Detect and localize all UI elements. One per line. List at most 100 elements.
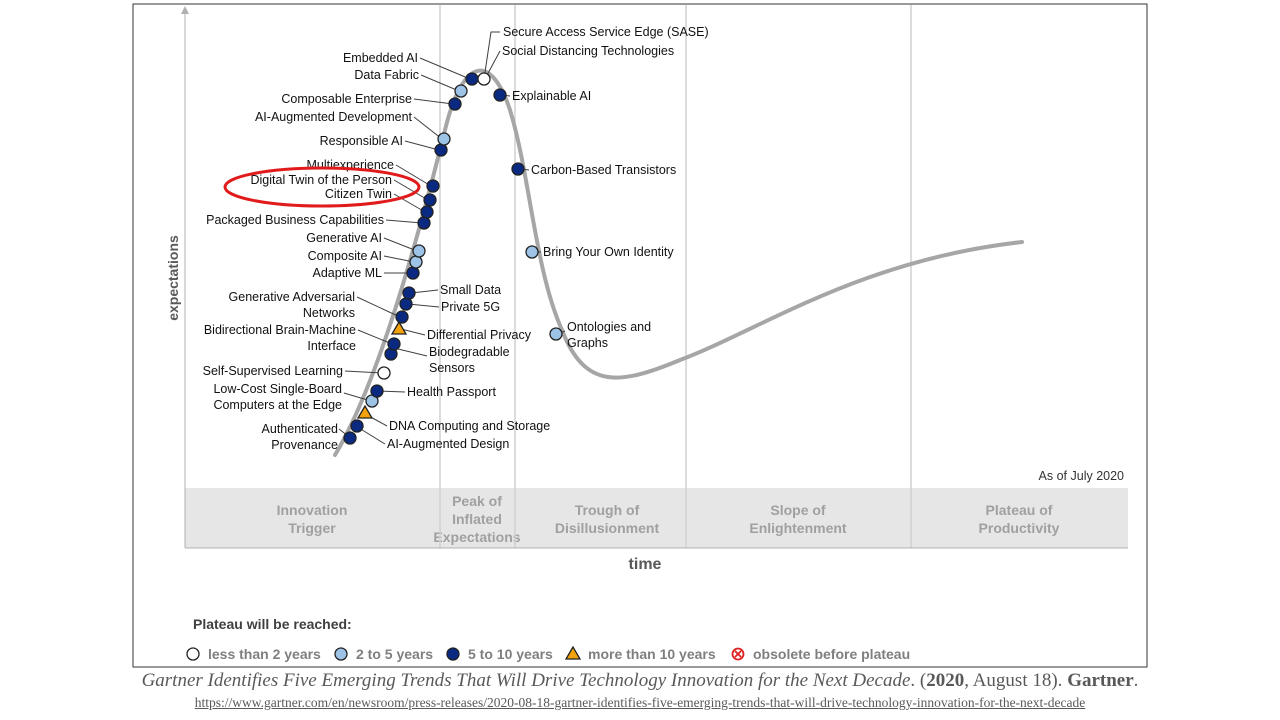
leader-responsible-ai	[404, 140, 440, 151]
legend: Plateau will be reached: less than 2 yea…	[186, 616, 910, 662]
leader-social-distancing-technologies	[485, 50, 501, 78]
legend-label-obsolete-before-plateau: obsolete before plateau	[753, 646, 910, 662]
x-axis-label: time	[629, 556, 662, 573]
label-composable-enterprise: Composable Enterprise	[281, 92, 412, 106]
leader-private-5g	[407, 303, 440, 308]
label-health-passport: Health Passport	[407, 385, 496, 399]
legend-title: Plateau will be reached:	[193, 616, 352, 632]
leader-multiexperience	[395, 164, 432, 187]
leader-ai-augmented-development	[413, 116, 443, 140]
marker-packaged-business-capabilities	[417, 216, 431, 230]
y-axis-label: expectations	[165, 235, 181, 321]
label-private-5g: Private 5G	[441, 300, 500, 314]
marker-digital-twin-of-the-person	[423, 193, 437, 207]
legend-label-2-to-5-years: 2 to 5 years	[356, 646, 433, 662]
leader-bidirectional-brain-machine-interface	[357, 329, 393, 345]
label-generative-ai: Generative AI	[306, 231, 382, 245]
citation-date: , August 18).	[964, 670, 1068, 691]
legend-label-more-than-10-years: more than 10 years	[588, 646, 716, 662]
label-packaged-business-capabilities: Packaged Business Capabilities	[206, 213, 384, 227]
marker-bidirectional-brain-machine-interface	[387, 337, 401, 351]
legend-label-less-than-2-years: less than 2 years	[208, 646, 321, 662]
leader-secure-access-service-edge-sase	[483, 31, 500, 80]
marker-composable-enterprise	[448, 97, 462, 111]
label-data-fabric: Data Fabric	[354, 68, 419, 82]
label-responsible-ai: Responsible AI	[320, 134, 403, 148]
leader-biodegradable-sensors	[393, 347, 428, 357]
citation-end: .	[1133, 670, 1139, 691]
marker-generative-ai	[412, 244, 426, 258]
label-social-distancing-technologies: Social Distancing Technologies	[502, 44, 674, 58]
label-ai-augmented-development: AI-Augmented Development	[255, 110, 413, 124]
legend-label-5-to-10-years: 5 to 10 years	[468, 646, 553, 662]
label-self-supervised-learning: Self-Supervised Learning	[203, 364, 343, 378]
phase-dividers	[439, 5, 912, 548]
citation-publisher: Gartner	[1067, 670, 1134, 691]
citation-title: Gartner Identifies Five Emerging Trends …	[141, 670, 911, 691]
label-dna-computing-and-storage: DNA Computing and Storage	[389, 419, 550, 433]
marker-responsible-ai	[434, 143, 448, 157]
citation-year: 2020	[926, 670, 965, 691]
marker-dna-computing-and-storage	[356, 404, 374, 419]
leader-differential-privacy	[400, 328, 426, 336]
marker-differential-privacy	[390, 320, 408, 335]
marker-ai-augmented-design	[350, 419, 364, 433]
legend-marker-2-to-5-years	[334, 647, 348, 661]
label-ai-augmented-design: AI-Augmented Design	[387, 437, 509, 451]
leader-composite-ai	[383, 255, 415, 263]
label-digital-twin-of-the-person: Digital Twin of the Person	[250, 173, 392, 187]
technology-markers	[343, 72, 563, 445]
leader-ai-augmented-design	[358, 427, 386, 445]
marker-multiexperience	[426, 179, 440, 193]
label-differential-privacy: Differential Privacy	[427, 328, 532, 342]
as-of-label: As of July 2020	[1039, 469, 1125, 483]
label-embedded-ai: Embedded AI	[343, 51, 418, 65]
highlight-ellipse	[223, 166, 421, 208]
leader-generative-ai	[383, 237, 418, 252]
label-adaptive-ml: Adaptive ML	[313, 266, 383, 280]
marker-self-supervised-learning	[377, 366, 391, 380]
axes	[181, 6, 1128, 549]
figure-frame	[132, 3, 1148, 668]
citation: Gartner Identifies Five Emerging Trends …	[0, 670, 1280, 692]
marker-citizen-twin	[420, 205, 434, 219]
marker-adaptive-ml	[406, 266, 420, 280]
marker-embedded-ai	[465, 72, 479, 86]
label-secure-access-service-edge-sase: Secure Access Service Edge (SASE)	[503, 25, 709, 39]
marker-ontologies-and-graphs	[549, 327, 563, 341]
citation-url-link[interactable]: https://www.gartner.com/en/newsroom/pres…	[194, 695, 1086, 710]
legend-marker-5-to-10-years	[446, 647, 460, 661]
marker-carbon-based-transistors	[511, 162, 525, 176]
label-small-data: Small Data	[440, 283, 501, 297]
leader-digital-twin-of-the-person	[393, 179, 429, 201]
label-citizen-twin: Citizen Twin	[325, 187, 392, 201]
leader-self-supervised-learning	[344, 370, 383, 374]
legend-marker-less-than-2-years	[186, 647, 200, 661]
marker-composite-ai	[409, 255, 423, 269]
marker-ai-augmented-development	[437, 132, 451, 146]
legend-marker-obsolete-before-plateau	[731, 647, 745, 661]
phase-band-background	[185, 488, 1128, 548]
legend-marker-more-than-10-years	[564, 645, 582, 660]
marker-authenticated-provenance	[343, 431, 357, 445]
marker-data-fabric	[454, 84, 468, 98]
label-explainable-ai: Explainable AI	[512, 89, 591, 103]
leader-embedded-ai	[419, 57, 471, 80]
marker-secure-access-service-edge-sase	[477, 72, 491, 86]
citation-date-prefix: . (	[910, 670, 927, 691]
marker-health-passport	[370, 384, 384, 398]
leader-packaged-business-capabilities	[385, 219, 423, 224]
